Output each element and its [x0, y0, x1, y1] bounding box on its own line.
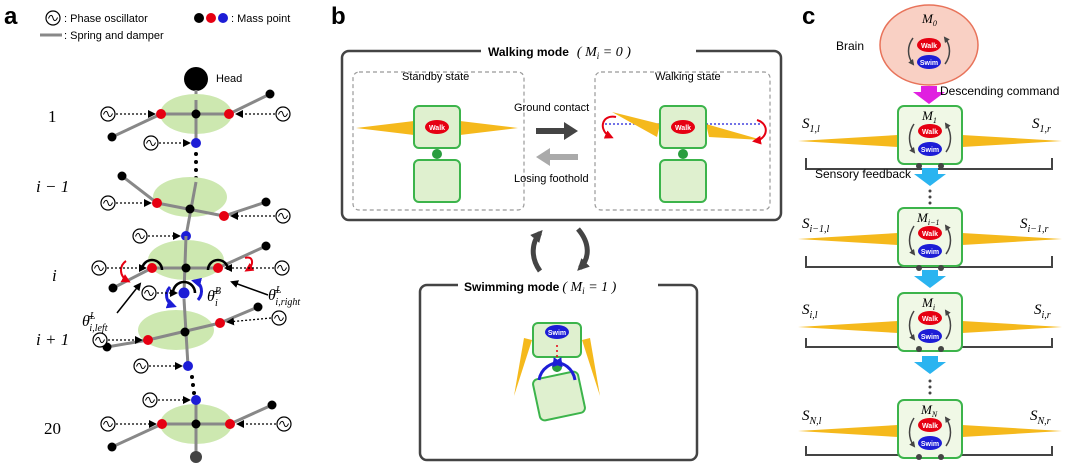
ground-contact-arrow [536, 122, 578, 140]
standby-robot: Walk [356, 105, 518, 203]
walking-state-label: Walking state [655, 71, 721, 83]
walking-walk-pill: Walk [675, 125, 691, 132]
mass-point-red-icon [206, 13, 216, 23]
module-row-1: M1 Walk Swim S1,l S1,r [798, 105, 1062, 170]
standby-label: Standby state [402, 71, 469, 83]
phase-oscillator-icon [45, 10, 61, 26]
brain-walk-pill: Walk [921, 43, 937, 50]
swimming-robot: Swim [514, 322, 600, 422]
swimming-mode-title: Swimming mode( Mi = 1 ) [464, 280, 617, 296]
module-row-i: Mi Walk Swim Si,l Si,r [798, 292, 1062, 352]
module-n-label: MN [920, 402, 938, 419]
panel-c: c Brain M0 Walk Swim Descending command … [798, 3, 1062, 460]
mass-point-blue-icon [218, 13, 228, 23]
module-1-label: M1 [921, 108, 937, 125]
legend-spring-damper: : Spring and damper [64, 30, 164, 42]
mode-switch-up-arrow [530, 230, 543, 273]
sensor-i-minus-1-left: Si−1,l [802, 216, 830, 235]
sensory-feedback-arrow-1 [914, 168, 946, 186]
sensor-i-left: Si,l [802, 302, 818, 321]
theta-left-leader [116, 282, 142, 314]
mode-switch-down-arrow [576, 227, 590, 271]
sensor-1-right: S1,r [1032, 116, 1051, 135]
module-i-label: Mi [921, 295, 935, 312]
head-label: Head [216, 73, 242, 85]
segment-i [91, 235, 290, 314]
panel-c-label: c [802, 3, 815, 30]
legend-phase-oscillator: : Phase oscillator [64, 13, 148, 25]
panel-b: b Walking mode( Mi = 0 ) Standby state W… [331, 3, 783, 462]
head-mass [184, 67, 208, 91]
swim-pill: Swim [548, 330, 566, 337]
brain-module-label: M0 [921, 11, 937, 28]
sensor-i-minus-1-right: Si−1,r [1020, 216, 1049, 235]
module-i-swim-pill: Swim [921, 334, 939, 341]
row-label-20: 20 [44, 419, 61, 438]
walking-robot: Walk [601, 105, 767, 203]
segment-1 [100, 89, 291, 151]
swimming-mode-box [418, 283, 699, 462]
descending-command-label: Descending command [940, 84, 1059, 98]
module-n-swim-pill: Swim [921, 441, 939, 448]
sensor-i-right: Si,r [1034, 302, 1051, 321]
panel-a: a : Phase oscillator : Mass point : Spri… [4, 3, 300, 463]
segment-20 [100, 392, 292, 463]
sensor-n-right: SN,r [1030, 408, 1051, 427]
brain-swim-pill: Swim [920, 60, 938, 67]
spine-dots-2 [190, 375, 196, 395]
mass-point-black-icon [194, 13, 204, 23]
module-i-walk-pill: Walk [922, 316, 938, 323]
module-i-minus-1-label: Mi−1 [916, 210, 939, 227]
sensory-feedback-label: Sensory feedback [815, 167, 912, 181]
module-1-swim-pill: Swim [921, 147, 939, 154]
sensor-1-left: S1,l [802, 116, 820, 135]
ground-contact-label: Ground contact [514, 102, 589, 114]
panel-a-label: a [4, 3, 18, 30]
standby-walk-pill: Walk [429, 125, 445, 132]
legend-mass-point: : Mass point [231, 13, 290, 25]
segment-i-minus-1 [100, 171, 291, 244]
walking-mode-title: Walking mode( Mi = 0 ) [488, 45, 631, 61]
sensory-feedback-arrow-3 [914, 356, 946, 374]
descending-command-arrow [913, 86, 945, 104]
row-label-i-minus-1: i − 1 [36, 177, 69, 196]
standby-state-box [352, 71, 525, 211]
module-i-minus-1-swim-pill: Swim [921, 249, 939, 256]
row-label-i: i [52, 266, 57, 285]
module-row-n: MN Walk Swim SN,l SN,r [798, 399, 1062, 460]
module-n-walk-pill: Walk [922, 423, 938, 430]
losing-foothold-label: Losing foothold [514, 173, 589, 185]
module-i-minus-1-walk-pill: Walk [922, 231, 938, 238]
brain-label: Brain [836, 39, 864, 53]
row-label-i-plus-1: i + 1 [36, 330, 69, 349]
panel-b-label: b [331, 3, 346, 30]
module-row-i-minus-1: Mi−1 Walk Swim Si−1,l Si−1,r [798, 207, 1062, 271]
sensory-feedback-arrow-2 [914, 270, 946, 288]
theta-right-leader [230, 280, 269, 296]
losing-foothold-arrow [536, 148, 578, 166]
walking-state-box [594, 71, 771, 211]
segment-i-plus-1 [92, 298, 287, 374]
sensor-n-left: SN,l [802, 408, 822, 427]
spine-dots-1 [194, 152, 198, 180]
row-label-1: 1 [48, 107, 57, 126]
module-1-walk-pill: Walk [922, 129, 938, 136]
